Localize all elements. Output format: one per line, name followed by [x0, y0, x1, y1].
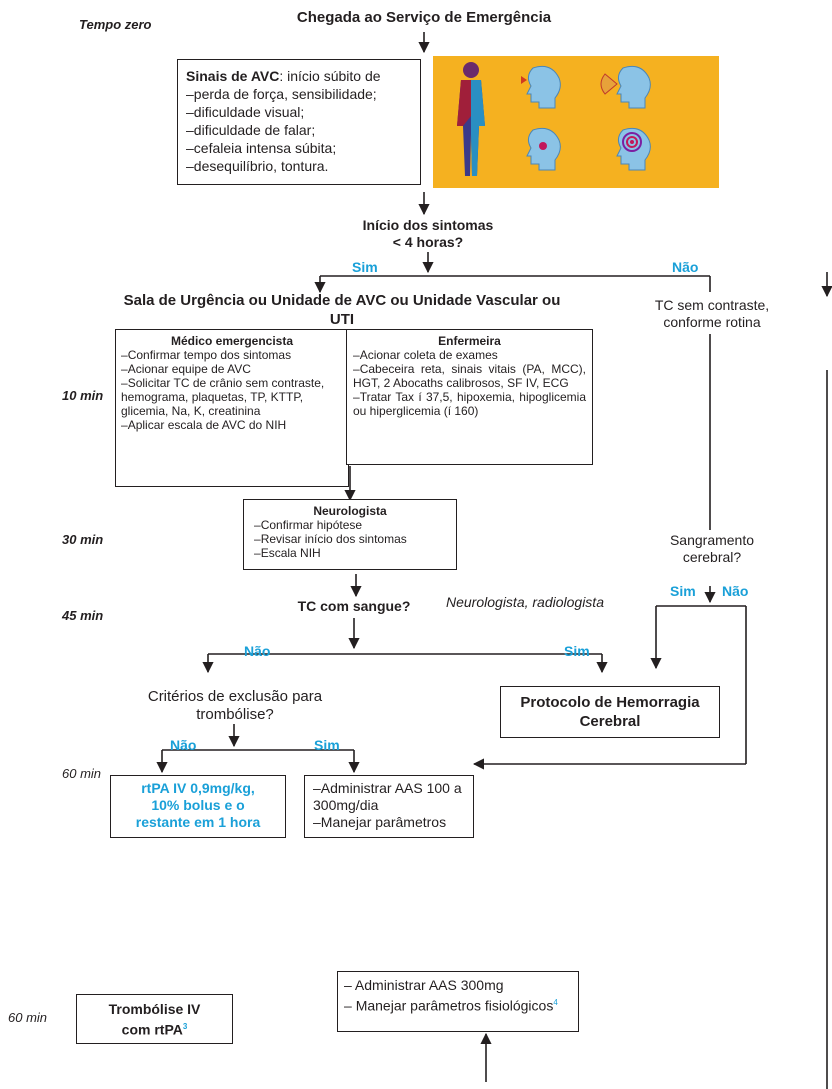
stroke-sign-item: dificuldade visual;	[186, 103, 412, 121]
time-45min: 45 min	[62, 608, 104, 623]
stroke-symptoms-illustration	[433, 56, 719, 188]
emergency-physician-box: Médico emergencista Confirmar tempo dos …	[115, 329, 349, 487]
onset-question: Início dos sintomas < 4 horas?	[362, 217, 494, 250]
stroke-signs-heading: Sinais de AVC: início súbito de	[186, 68, 381, 84]
emergency-physician-title: Médico emergencista	[170, 334, 294, 348]
stroke-signs-list: perda de força, sensibilidade; dificulda…	[186, 85, 412, 175]
aspirin-task: Administrar AAS 100 a 300mg/dia	[313, 780, 465, 814]
aspirin-physiological-box: – Administrar AAS 300mg – Manejar parâme…	[337, 971, 579, 1032]
nurse-title: Enfermeira	[438, 334, 501, 348]
physician-task: Confirmar tempo dos sintomas	[121, 348, 343, 362]
nurse-task: Tratar Tax í 37,5, hipoxemia, hipoglicem…	[353, 390, 586, 418]
physician-task: Acionar equipe de AVC	[121, 362, 343, 376]
tc-blood-yes-label: Sim	[564, 643, 590, 659]
bleeding-yes-label: Sim	[670, 583, 696, 599]
nurse-task: Cabeceira reta, sinais vitais (PA, MCC),…	[353, 362, 586, 390]
stroke-sign-item: perda de força, sensibilidade;	[186, 85, 412, 103]
physiological-params-task: – Manejar parâmetros fisiológicos4	[344, 997, 558, 1014]
onset-no-label: Não	[672, 259, 699, 275]
time-30min: 30 min	[62, 532, 104, 547]
neurologist-box: Neurologista Confirmar hipótese Revisar …	[243, 499, 457, 570]
time-60min-a: 60 min	[62, 766, 102, 781]
exclusion-yes-label: Sim	[314, 737, 340, 753]
physician-task: Aplicar escala de AVC do NIH	[121, 418, 343, 432]
tc-routine-label: TC sem contraste, conforme rotina	[654, 297, 770, 330]
exclusion-no-label: Não	[170, 737, 197, 753]
arrival-title: Chegada ao Serviço de Emergência	[296, 9, 552, 26]
stroke-signs-box: Sinais de AVC: início súbito de perda de…	[177, 59, 421, 185]
nurse-task: Acionar coleta de exames	[353, 348, 586, 362]
time-60min-b: 60 min	[8, 1010, 48, 1025]
head-dizziness-icon	[616, 127, 651, 171]
head-visual-icon	[600, 65, 651, 109]
stroke-sign-item: dificuldade de falar;	[186, 121, 412, 139]
emergency-units-heading: Sala de Urgência ou Unidade de AVC ou Un…	[123, 292, 561, 328]
onset-yes-label: Sim	[352, 259, 378, 275]
human-body-figure	[457, 62, 485, 176]
stroke-sign-item: cefaleia intensa súbita;	[186, 139, 412, 157]
neurologist-radiologist-note: Neurologista, radiologista	[446, 594, 604, 610]
rtpa-dose-box: rtPA IV 0,9mg/kg, 10% bolus e o restante…	[110, 775, 286, 838]
bleeding-no-label: Não	[722, 583, 749, 599]
exclusion-criteria-question: Critérios de exclusão para trombólise?	[147, 688, 323, 723]
iv-thrombolysis-box: Trombólise IV com rtPA3	[76, 994, 233, 1044]
tc-blood-question: TC com sangue?	[297, 598, 411, 614]
aspirin-task: Manejar parâmetros	[313, 814, 465, 831]
time-zero: Tempo zero	[79, 17, 152, 32]
stroke-sign-item: desequilíbrio, tontura.	[186, 157, 412, 175]
body-and-heads-image	[457, 62, 651, 176]
neurologist-task: Confirmar hipótese	[254, 518, 446, 532]
physician-task: Solicitar TC de crânio sem contraste, he…	[121, 376, 343, 418]
nurse-box: Enfermeira Acionar coleta de exames Cabe…	[346, 329, 593, 465]
aspirin-300-task: – Administrar AAS 300mg	[344, 977, 504, 993]
aspirin-box: Administrar AAS 100 a 300mg/dia Manejar …	[304, 775, 474, 838]
cerebral-bleeding-question: Sangramento cerebral?	[669, 532, 755, 565]
head-headache-icon	[526, 127, 561, 171]
tc-blood-no-label: Não	[244, 643, 271, 659]
neurologist-task: Escala NIH	[254, 546, 446, 560]
neurologist-title: Neurologista	[313, 504, 387, 518]
head-speech-icon	[521, 65, 561, 109]
hemorrhage-protocol-box: Protocolo de Hemorragia Cerebral	[500, 686, 720, 738]
neurologist-task: Revisar início dos sintomas	[254, 532, 446, 546]
time-10min: 10 min	[62, 388, 104, 403]
